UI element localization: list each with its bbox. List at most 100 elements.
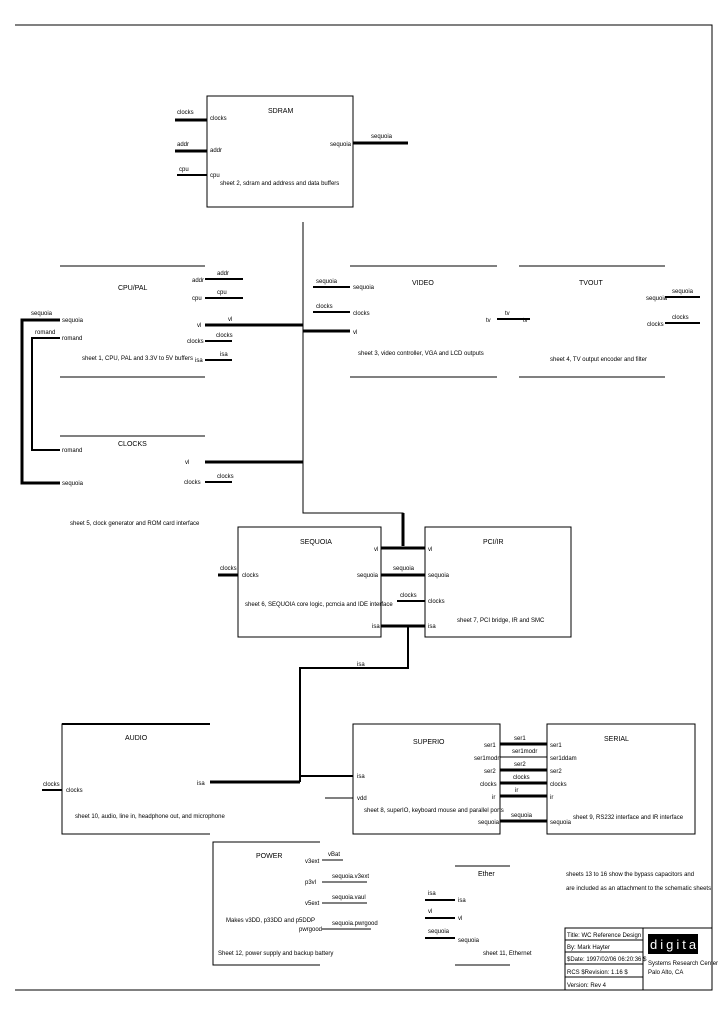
port-label: clocks xyxy=(66,788,83,794)
port-label: clocks xyxy=(184,480,201,486)
romand-loop-wire xyxy=(31,337,60,451)
port-label: romand xyxy=(62,448,82,454)
net-label: isa xyxy=(220,352,228,358)
net-label: vl xyxy=(428,909,432,915)
port-label: clocks xyxy=(428,599,445,605)
net-label: tv xyxy=(505,311,510,317)
port-label: tv xyxy=(486,318,491,324)
block-title: VIDEO xyxy=(412,280,434,287)
block-title: CLOCKS xyxy=(118,441,147,448)
block-title: TVOUT xyxy=(579,280,603,287)
net-label: clocks xyxy=(672,315,689,321)
block-title: Ether xyxy=(478,871,495,878)
net-label: sequoia xyxy=(31,311,53,317)
port-label: vl xyxy=(374,547,378,553)
sequoia-loop-wire xyxy=(20,318,60,485)
port-label: romand xyxy=(62,336,82,342)
block-desc: sheet 4, TV output encoder and filter xyxy=(550,357,647,363)
port-label: sequoia xyxy=(353,285,375,291)
svg-text:clocks: clocks xyxy=(513,775,530,781)
port-label: isa xyxy=(357,774,365,780)
port-label: clocks xyxy=(480,782,497,788)
block-title: PCI/IR xyxy=(483,539,504,546)
port-label: vl xyxy=(185,460,189,466)
port-label: clocks xyxy=(210,116,227,122)
net-label: sequoia.pwrgood xyxy=(332,921,378,927)
block-serial[interactable]: SERIAL ser1 ser1ddam ser2 clocks ir sequ… xyxy=(546,723,696,835)
port-label: vdd xyxy=(357,796,367,802)
block-desc: sheet 5, clock generator and ROM card in… xyxy=(70,521,200,527)
net-label: clocks xyxy=(400,593,417,599)
port-label: sequoia xyxy=(62,481,84,487)
net-label: romand xyxy=(35,330,55,336)
block-desc: sheet 6, SEQUOIA core logic, pcmcia and … xyxy=(245,602,393,608)
block-title: CPU/PAL xyxy=(118,285,148,292)
block-title: AUDIO xyxy=(125,735,148,742)
block-clocks[interactable]: CLOCKS romand sequoia vl clocks clocks s… xyxy=(60,435,303,527)
block-desc: sheet 9, RS232 interface and IR interfac… xyxy=(573,815,684,821)
org-name: Systems Research Center xyxy=(648,961,718,967)
net-label: isa xyxy=(428,891,436,897)
net-label: cpu xyxy=(179,167,189,173)
block-title: SERIAL xyxy=(604,736,629,743)
port-label: sequoia xyxy=(478,820,500,826)
net-label: sequoia xyxy=(672,289,694,295)
superio-serial-wires: ser1 ser1modr ser2 clocks ir sequoia xyxy=(500,736,547,823)
port-label: cpu xyxy=(210,173,220,179)
block-desc: sheet 10, audio, line in, headphone out,… xyxy=(75,814,225,820)
port-label: ser1 xyxy=(484,743,496,749)
port-label: sequoia xyxy=(330,142,352,148)
date-row: $Date: 1997/02/06 06:20:36 $ xyxy=(567,957,647,963)
svg-text:digital: digital xyxy=(650,937,705,952)
net-label: vBat xyxy=(328,852,340,858)
port-label: sequoia xyxy=(458,938,480,944)
port-label: clocks xyxy=(647,322,664,328)
block-superio[interactable]: SUPERIO isa vdd ser1 ser1modr ser2 clock… xyxy=(352,723,504,835)
port-label: isa xyxy=(458,898,466,904)
port-label: clocks xyxy=(353,311,370,317)
port-label: sequoia xyxy=(646,296,668,302)
port-label: isa xyxy=(195,358,203,364)
port-label: ser1ddam xyxy=(550,756,577,762)
port-label: sequoia xyxy=(428,573,450,579)
block-title: POWER xyxy=(256,853,282,860)
port-label: sequoia xyxy=(550,820,572,826)
port-label: clocks xyxy=(242,573,259,579)
net-label: clocks xyxy=(216,333,233,339)
port-label: clocks xyxy=(187,339,204,345)
port-label: isa xyxy=(428,624,436,630)
page-border xyxy=(15,24,713,991)
port-label: addr xyxy=(192,278,204,284)
svg-text:sequoia: sequoia xyxy=(511,813,533,819)
port-label: cpu xyxy=(192,296,202,302)
title-block: Title: WC Reference Design By: Mark Hayt… xyxy=(564,927,718,990)
org-location: Palo Alto, CA xyxy=(648,970,683,976)
port-label: ser2 xyxy=(484,769,496,775)
note-line: sheets 13 to 16 show the bypass capacito… xyxy=(566,872,694,878)
net-label: clocks xyxy=(43,782,60,788)
net-label: sequoia xyxy=(393,566,415,572)
port-label: pwrgood xyxy=(299,927,322,933)
block-pciir[interactable]: PCI/IR vl sequoia clocks isa sheet 7, PC… xyxy=(424,526,572,638)
net-label: addr xyxy=(217,271,229,277)
author-row: By: Mark Hayter xyxy=(567,945,610,951)
port-label: vl xyxy=(197,323,201,329)
block-desc: sheet 2, sdram and address and data buff… xyxy=(220,181,339,187)
net-label: sequoia.v3ext xyxy=(332,874,369,880)
block-desc: Sheet 12, power supply and backup batter… xyxy=(218,951,333,957)
digital-logo: digital xyxy=(648,934,705,954)
net-label: sequoia xyxy=(316,279,338,285)
port-label: addr xyxy=(210,148,222,154)
port-label: sequoia xyxy=(357,573,379,579)
svg-text:ir: ir xyxy=(515,788,518,794)
svg-text:ser1modr: ser1modr xyxy=(512,749,537,755)
